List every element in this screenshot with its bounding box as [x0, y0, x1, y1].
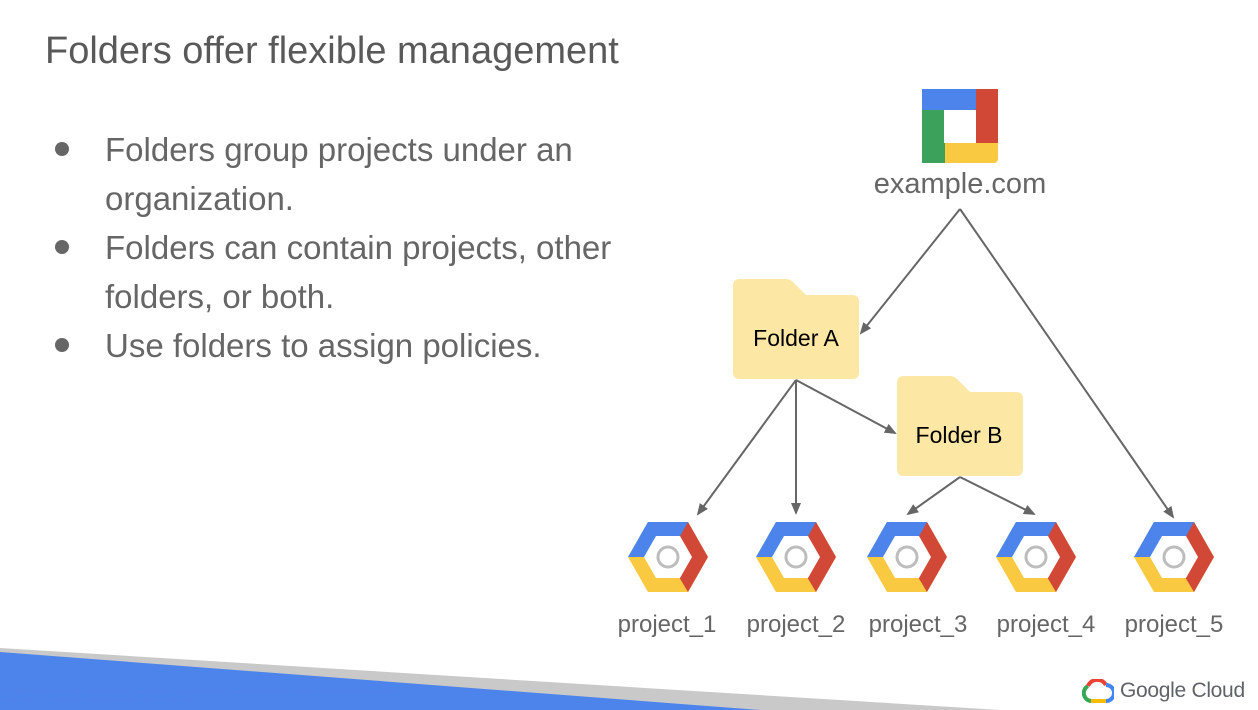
project-label: project_5 — [1125, 611, 1224, 638]
folder-b: Folder B — [897, 376, 1023, 476]
org-label: example.com — [874, 168, 1046, 200]
arrow-org-to-folder-a — [859, 208, 961, 335]
project-4: project_4 — [994, 520, 1096, 638]
google-cloud-wordmark: Google Cloud — [1120, 679, 1245, 702]
org-icon — [922, 89, 998, 163]
project-label: project_2 — [747, 611, 846, 638]
project-label: project_4 — [997, 611, 1096, 638]
project-2: project_2 — [747, 520, 846, 638]
arrow-folder-a-to-folder-b — [795, 379, 897, 434]
slide-title: Folders offer flexible management — [45, 30, 619, 72]
bullet-text: Folders can contain projects, other fold… — [105, 229, 612, 315]
folder-a-label: Folder A — [753, 325, 839, 351]
folder-a: Folder A — [733, 279, 859, 379]
footer-blue-stripe — [0, 652, 760, 710]
bullet-text: Use folders to assign policies. — [105, 327, 542, 364]
project-3: project_3 — [865, 520, 968, 638]
google-cloud-logo: Google Cloud — [1082, 676, 1245, 706]
bullet-item: Use folders to assign policies. — [52, 321, 672, 370]
arrow-folder-b-to-project-3 — [906, 476, 961, 516]
arrow-org-to-project-5 — [959, 208, 1175, 519]
bullet-list: Folders group projects under an organiza… — [52, 125, 672, 370]
project-5: project_5 — [1125, 520, 1224, 638]
folder-b-icon — [897, 376, 1023, 476]
connector-arrows — [696, 208, 1175, 519]
bullet-dot — [55, 240, 69, 254]
project-label: project_3 — [869, 611, 968, 638]
arrow-folder-a-to-project-1 — [696, 379, 797, 516]
folder-b-label: Folder B — [916, 422, 1003, 448]
copyright-text: © 2017 Google Inc. All rights reserved. … — [6, 689, 391, 704]
folder-a-icon — [733, 279, 859, 379]
project-label: project_1 — [618, 611, 717, 638]
google-cloud-icon — [1082, 679, 1114, 703]
arrow-folder-b-to-project-4 — [959, 476, 1036, 515]
bullet-dot — [55, 338, 69, 352]
bullet-text: Folders group projects under an organiza… — [105, 131, 573, 217]
bullet-item: Folders can contain projects, other fold… — [52, 223, 672, 321]
bullet-item: Folders group projects under an organiza… — [52, 125, 672, 223]
bullet-dot — [55, 142, 69, 156]
project-1: project_1 — [618, 520, 717, 638]
